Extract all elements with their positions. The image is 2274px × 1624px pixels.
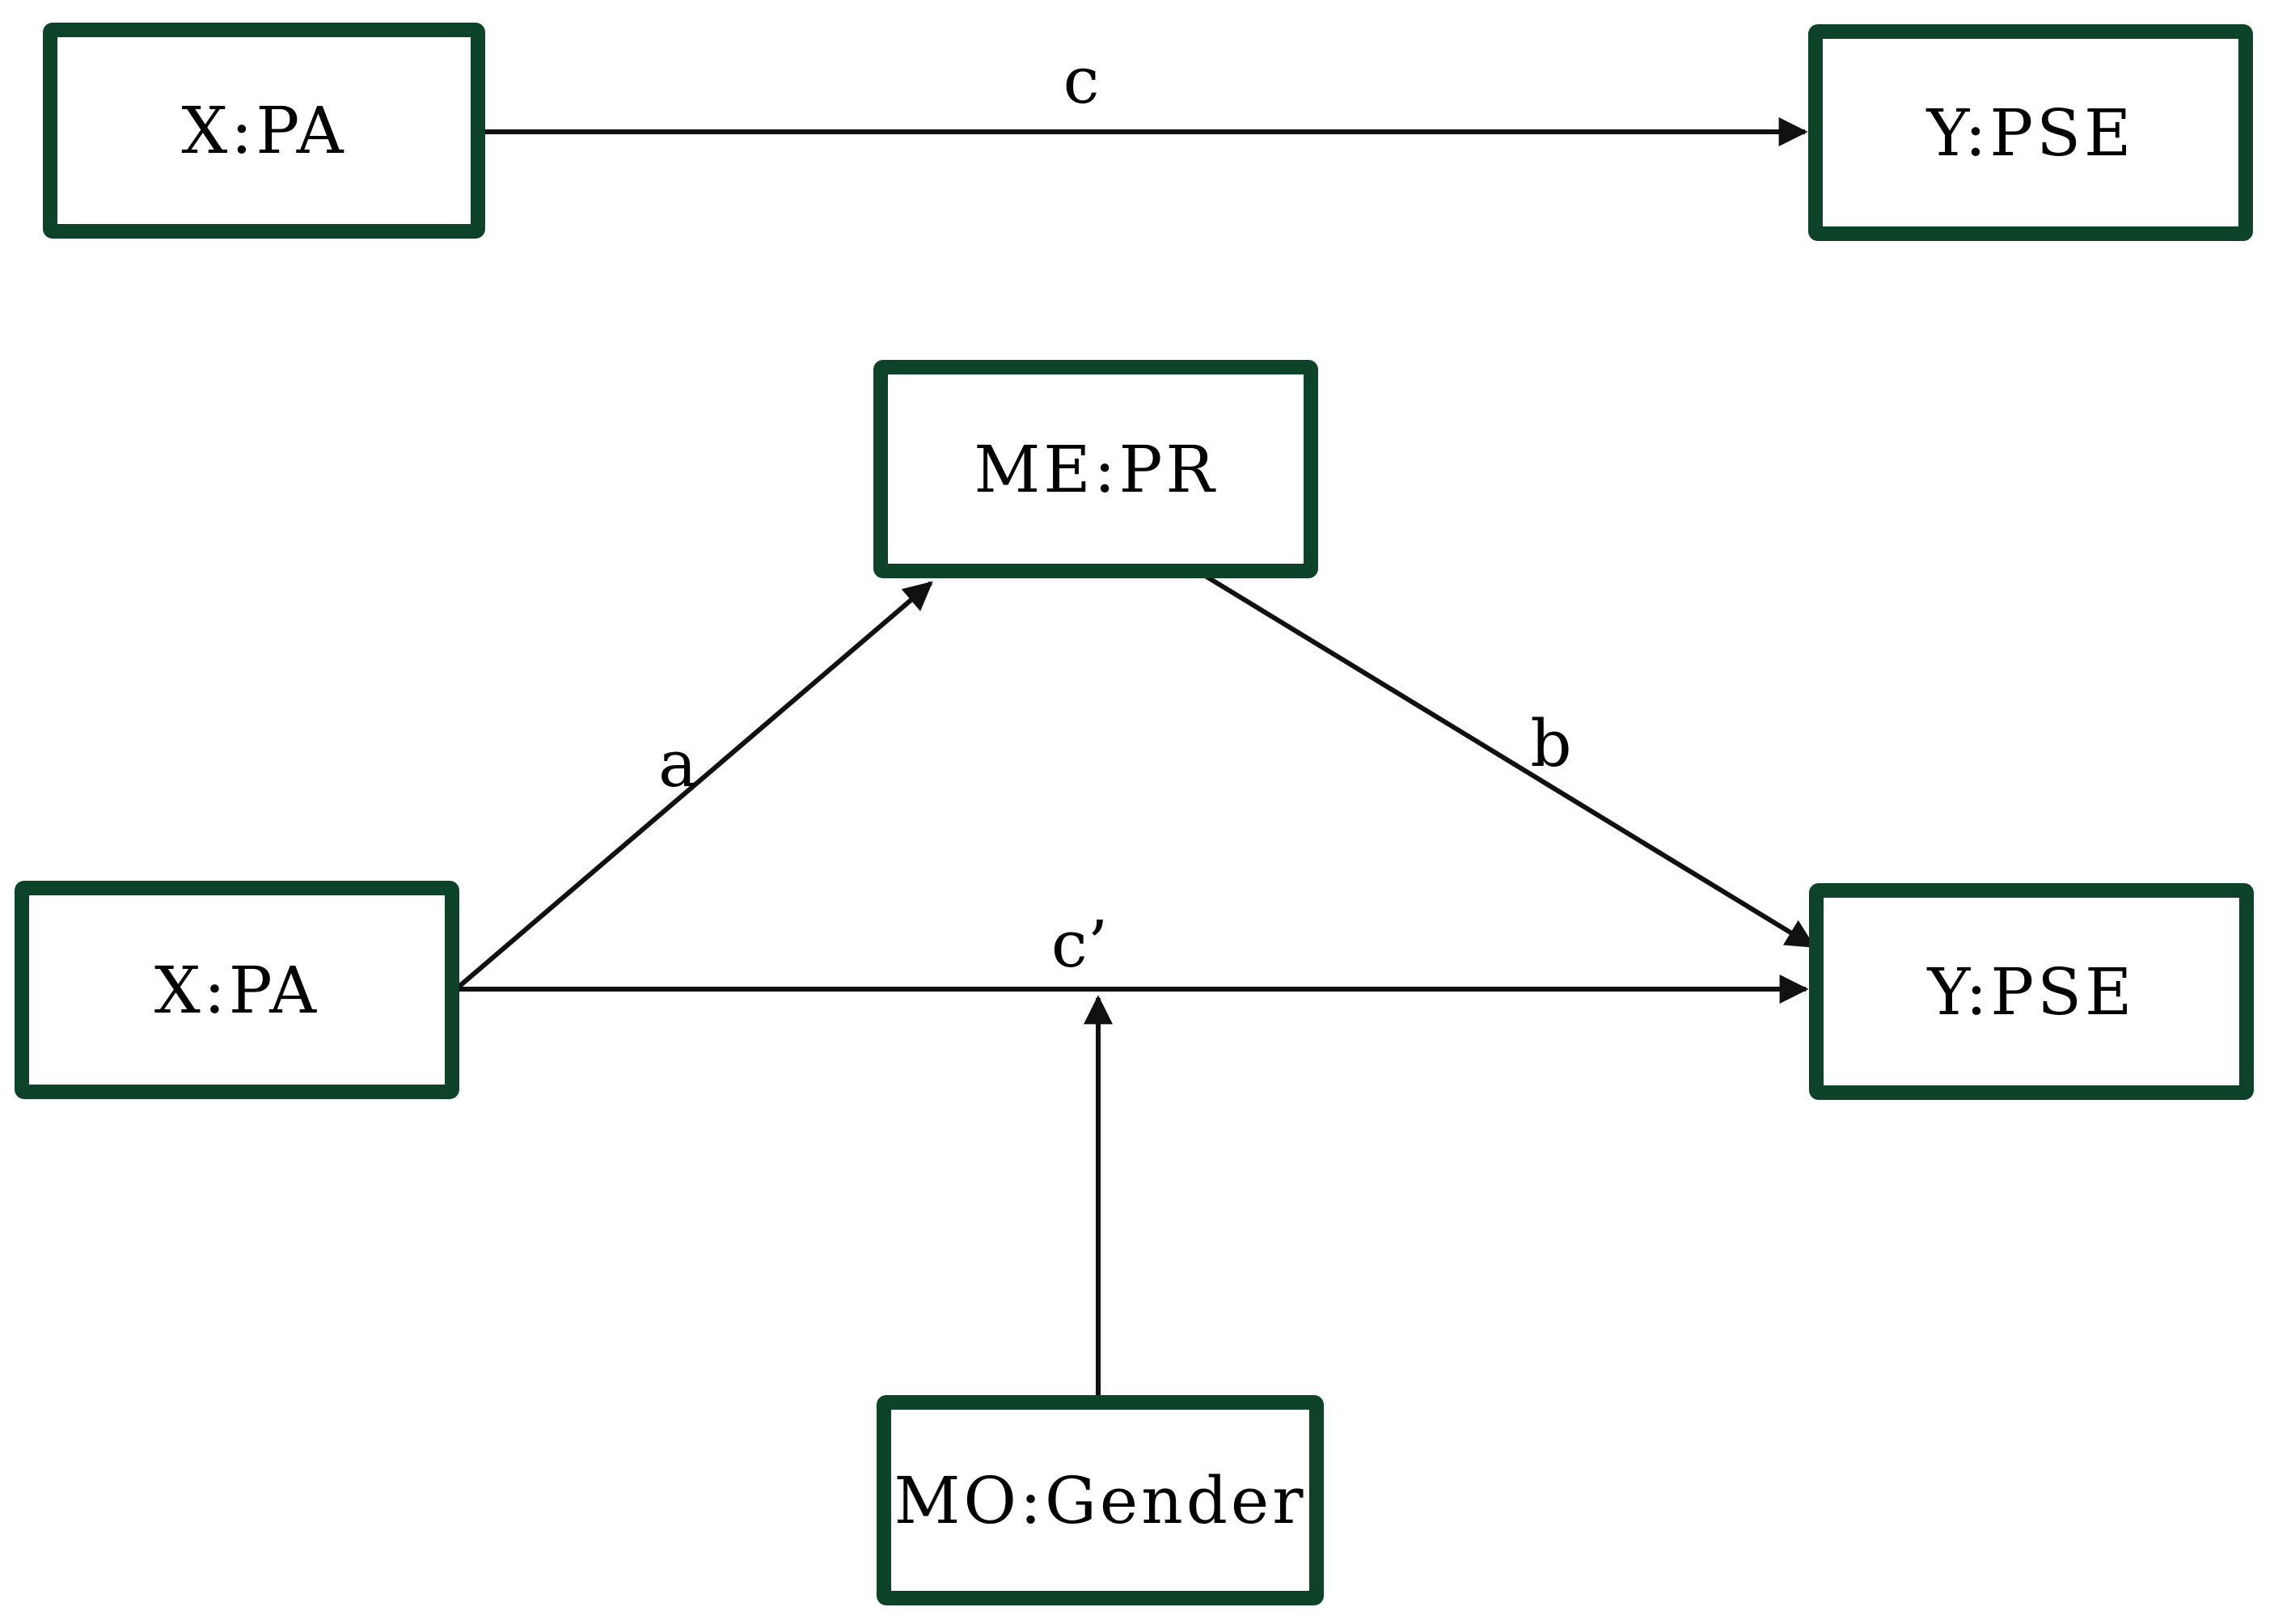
node-moderator: MO:Gender — [877, 1395, 1324, 1605]
node-y-bottom-label: Y:PSE — [1927, 954, 2136, 1030]
path-c-label: c — [1063, 43, 1100, 118]
node-moderator-label: MO:Gender — [894, 1462, 1307, 1538]
node-x-bottom: X:PA — [15, 881, 459, 1099]
path-b-label: b — [1530, 706, 1572, 781]
node-y-top-label: Y:PSE — [1926, 95, 2135, 171]
node-y-bottom: Y:PSE — [1809, 883, 2254, 1100]
path-b-arrow — [1201, 572, 1816, 949]
node-x-top-label: X:PA — [181, 93, 347, 168]
node-x-bottom-label: X:PA — [154, 952, 320, 1028]
path-c-prime-label: c’ — [1050, 907, 1109, 982]
node-y-top: Y:PSE — [1808, 24, 2253, 241]
node-mediator: ME:PR — [873, 360, 1318, 578]
path-a-arrow — [455, 581, 933, 991]
path-a-label: a — [658, 726, 697, 801]
node-x-top: X:PA — [43, 23, 485, 239]
node-mediator-label: ME:PR — [974, 431, 1218, 507]
